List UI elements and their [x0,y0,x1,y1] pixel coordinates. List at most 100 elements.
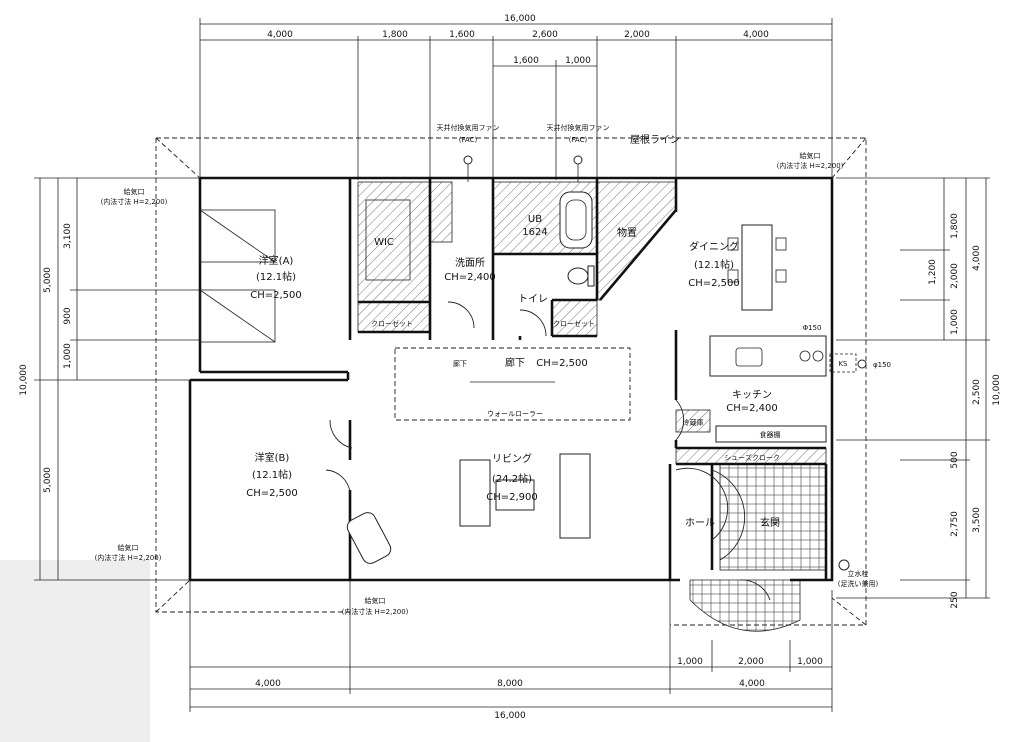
ks-label: KS [838,360,848,368]
dim-right-total: 10,000 [992,374,1002,406]
fridge-label: 冷蔵庫 [683,418,704,427]
handwritten-note: 廊下 [453,359,467,368]
fan-1-label: 天井付換気用ファン [437,123,500,132]
massage-chair [346,512,392,564]
room-a-ch: CH=2,500 [250,290,302,301]
bath-size: 1624 [522,227,547,238]
walls [188,176,834,582]
toilet-icon [567,265,595,287]
fan-1-icon [463,155,473,165]
vent-1-label: 給気口 [124,187,145,196]
dim-right-3: 3,500 [972,507,982,533]
fridge-hatch [675,409,711,433]
dining-size: (12.1帖) [694,258,734,271]
faucet-label: 立水栓 [848,569,869,578]
dim-right-1: 4,000 [972,245,982,271]
washroom-name: 洗面所 [455,257,485,269]
kitchen-ch: CH=2,400 [726,403,778,414]
dim-bottom-sub-3: 1,000 [797,657,823,667]
dim-bottom-3: 4,000 [739,679,765,689]
closet-2-hatch [551,299,598,337]
dining-ch: CH=2,500 [688,278,740,289]
roof-line [155,137,867,626]
corridor-name: 廊下 [505,356,525,369]
coffee-table [495,479,535,511]
dim-top-sub-1: 1,600 [513,56,539,66]
vent-4-sub: (内法寸法 H=2,200) [342,607,409,616]
dim-right-mid-2: 2,000 [950,263,960,289]
vent-1-sub: (内法寸法 H=2,200) [101,197,168,206]
dining-table [727,224,787,311]
kitchen-counter [709,335,827,377]
ks-box [829,353,857,373]
bathtub-icon [559,191,593,249]
entrance-tiles [719,463,827,571]
dimension-lines [34,18,990,712]
dining-name: ダイニング [689,240,739,253]
fan-2-label: 天井付換気用ファン [547,123,610,132]
dim-top-1: 4,000 [267,30,293,40]
porch-tiles [689,579,801,632]
closet-2-label: クローゼット [553,319,595,328]
dim-top-5: 2,000 [624,30,650,40]
dim-top-2: 1,800 [382,30,408,40]
closet-1-label: クローゼット [371,319,413,328]
pantry-label: 食器棚 [760,430,781,439]
fan-1-sub: (FAC) [459,136,478,144]
corridor-outline [394,347,631,421]
dim-right-mid-3: 1,200 [928,259,938,285]
washroom-counter-hatch [429,181,453,243]
dim-left-sub-3: 1,000 [63,343,73,369]
dim-bottom-total: 16,000 [494,711,526,721]
hall-label: ホール [685,517,715,529]
room-a-size: (12.1帖) [256,270,296,283]
kitchen-door [675,399,685,441]
room-b-door-2 [329,419,353,449]
dim-right-low-2: 2,750 [950,511,960,537]
washroom-door [447,301,475,329]
dim-right-mid-1: 1,800 [950,213,960,239]
corridor-ch: CH=2,500 [536,358,588,369]
room-b-ch: CH=2,500 [246,488,298,499]
closet-1-hatch [357,301,431,333]
bed-2 [199,289,276,343]
dim-bottom-sub-1: 1,000 [677,657,703,667]
vent-2-label: 給気口 [800,151,821,160]
washroom-ch: CH=2,400 [444,272,496,283]
entrance-door [711,469,746,561]
room-b-door [325,469,351,493]
corridor-note: ウォールローラー [487,410,543,418]
dim-bottom-sub-2: 2,000 [738,657,764,667]
room-b-name: 洋室(B) [255,451,290,464]
ks-note: φ150 [873,361,891,369]
front-door [739,579,771,601]
dim-left-total: 10,000 [19,364,29,396]
storage-hatch [596,181,677,301]
kitchen-name: キッチン [732,389,772,401]
sofa-2 [559,453,591,539]
wic-shelf [365,199,411,281]
dim-top-6: 4,000 [743,30,769,40]
dim-left-sub-2: 900 [63,307,73,324]
dim-top-3: 1,600 [449,30,475,40]
dim-left-1: 5,000 [43,267,53,293]
dim-left-sub-1: 3,100 [63,223,73,249]
dim-top-sub-2: 1,000 [565,56,591,66]
wic-label: WIC [374,237,394,248]
roof-line-label: 屋根ライン [630,133,680,146]
dim-top-4: 2,600 [532,30,558,40]
ks-vent-icon [857,359,867,369]
fan-2-sub: (FAC) [569,136,588,144]
living-size: (24.2帖) [492,472,532,485]
faucet-sub: (足洗い兼用) [838,579,879,588]
room-a-name: 洋室(A) [259,254,294,267]
living-name: リビング [492,452,532,465]
toilet-door [519,309,547,337]
sofa-1 [459,459,491,527]
storage-label: 物置 [617,226,637,239]
dim-bottom-1: 4,000 [255,679,281,689]
hood-label: Φ150 [803,324,822,332]
pantry-cabinet [715,425,827,443]
dim-right-2: 2,500 [972,379,982,405]
